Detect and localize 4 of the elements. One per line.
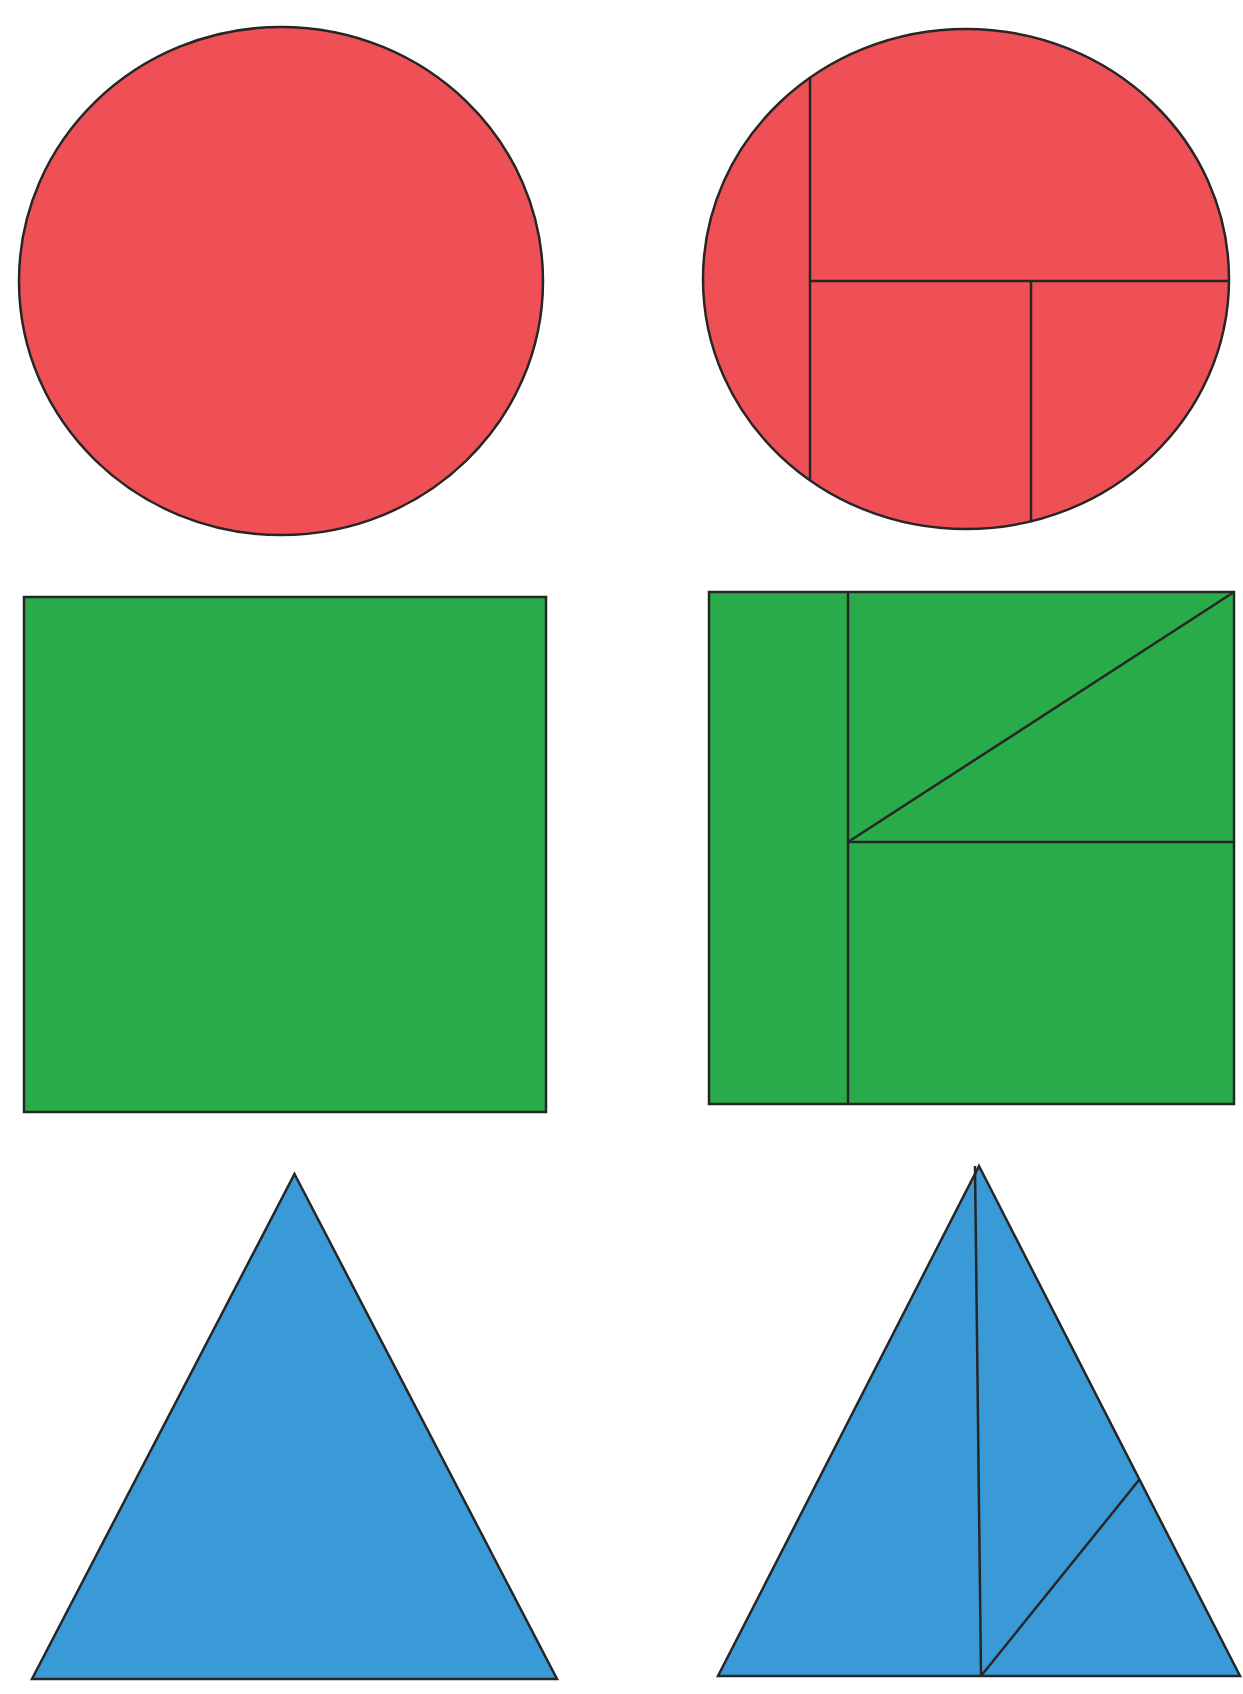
divided-circle-drawing bbox=[701, 27, 1231, 531]
circle-drawing bbox=[17, 25, 545, 537]
divided-square-drawing bbox=[707, 590, 1236, 1106]
square-drawing bbox=[22, 595, 548, 1114]
